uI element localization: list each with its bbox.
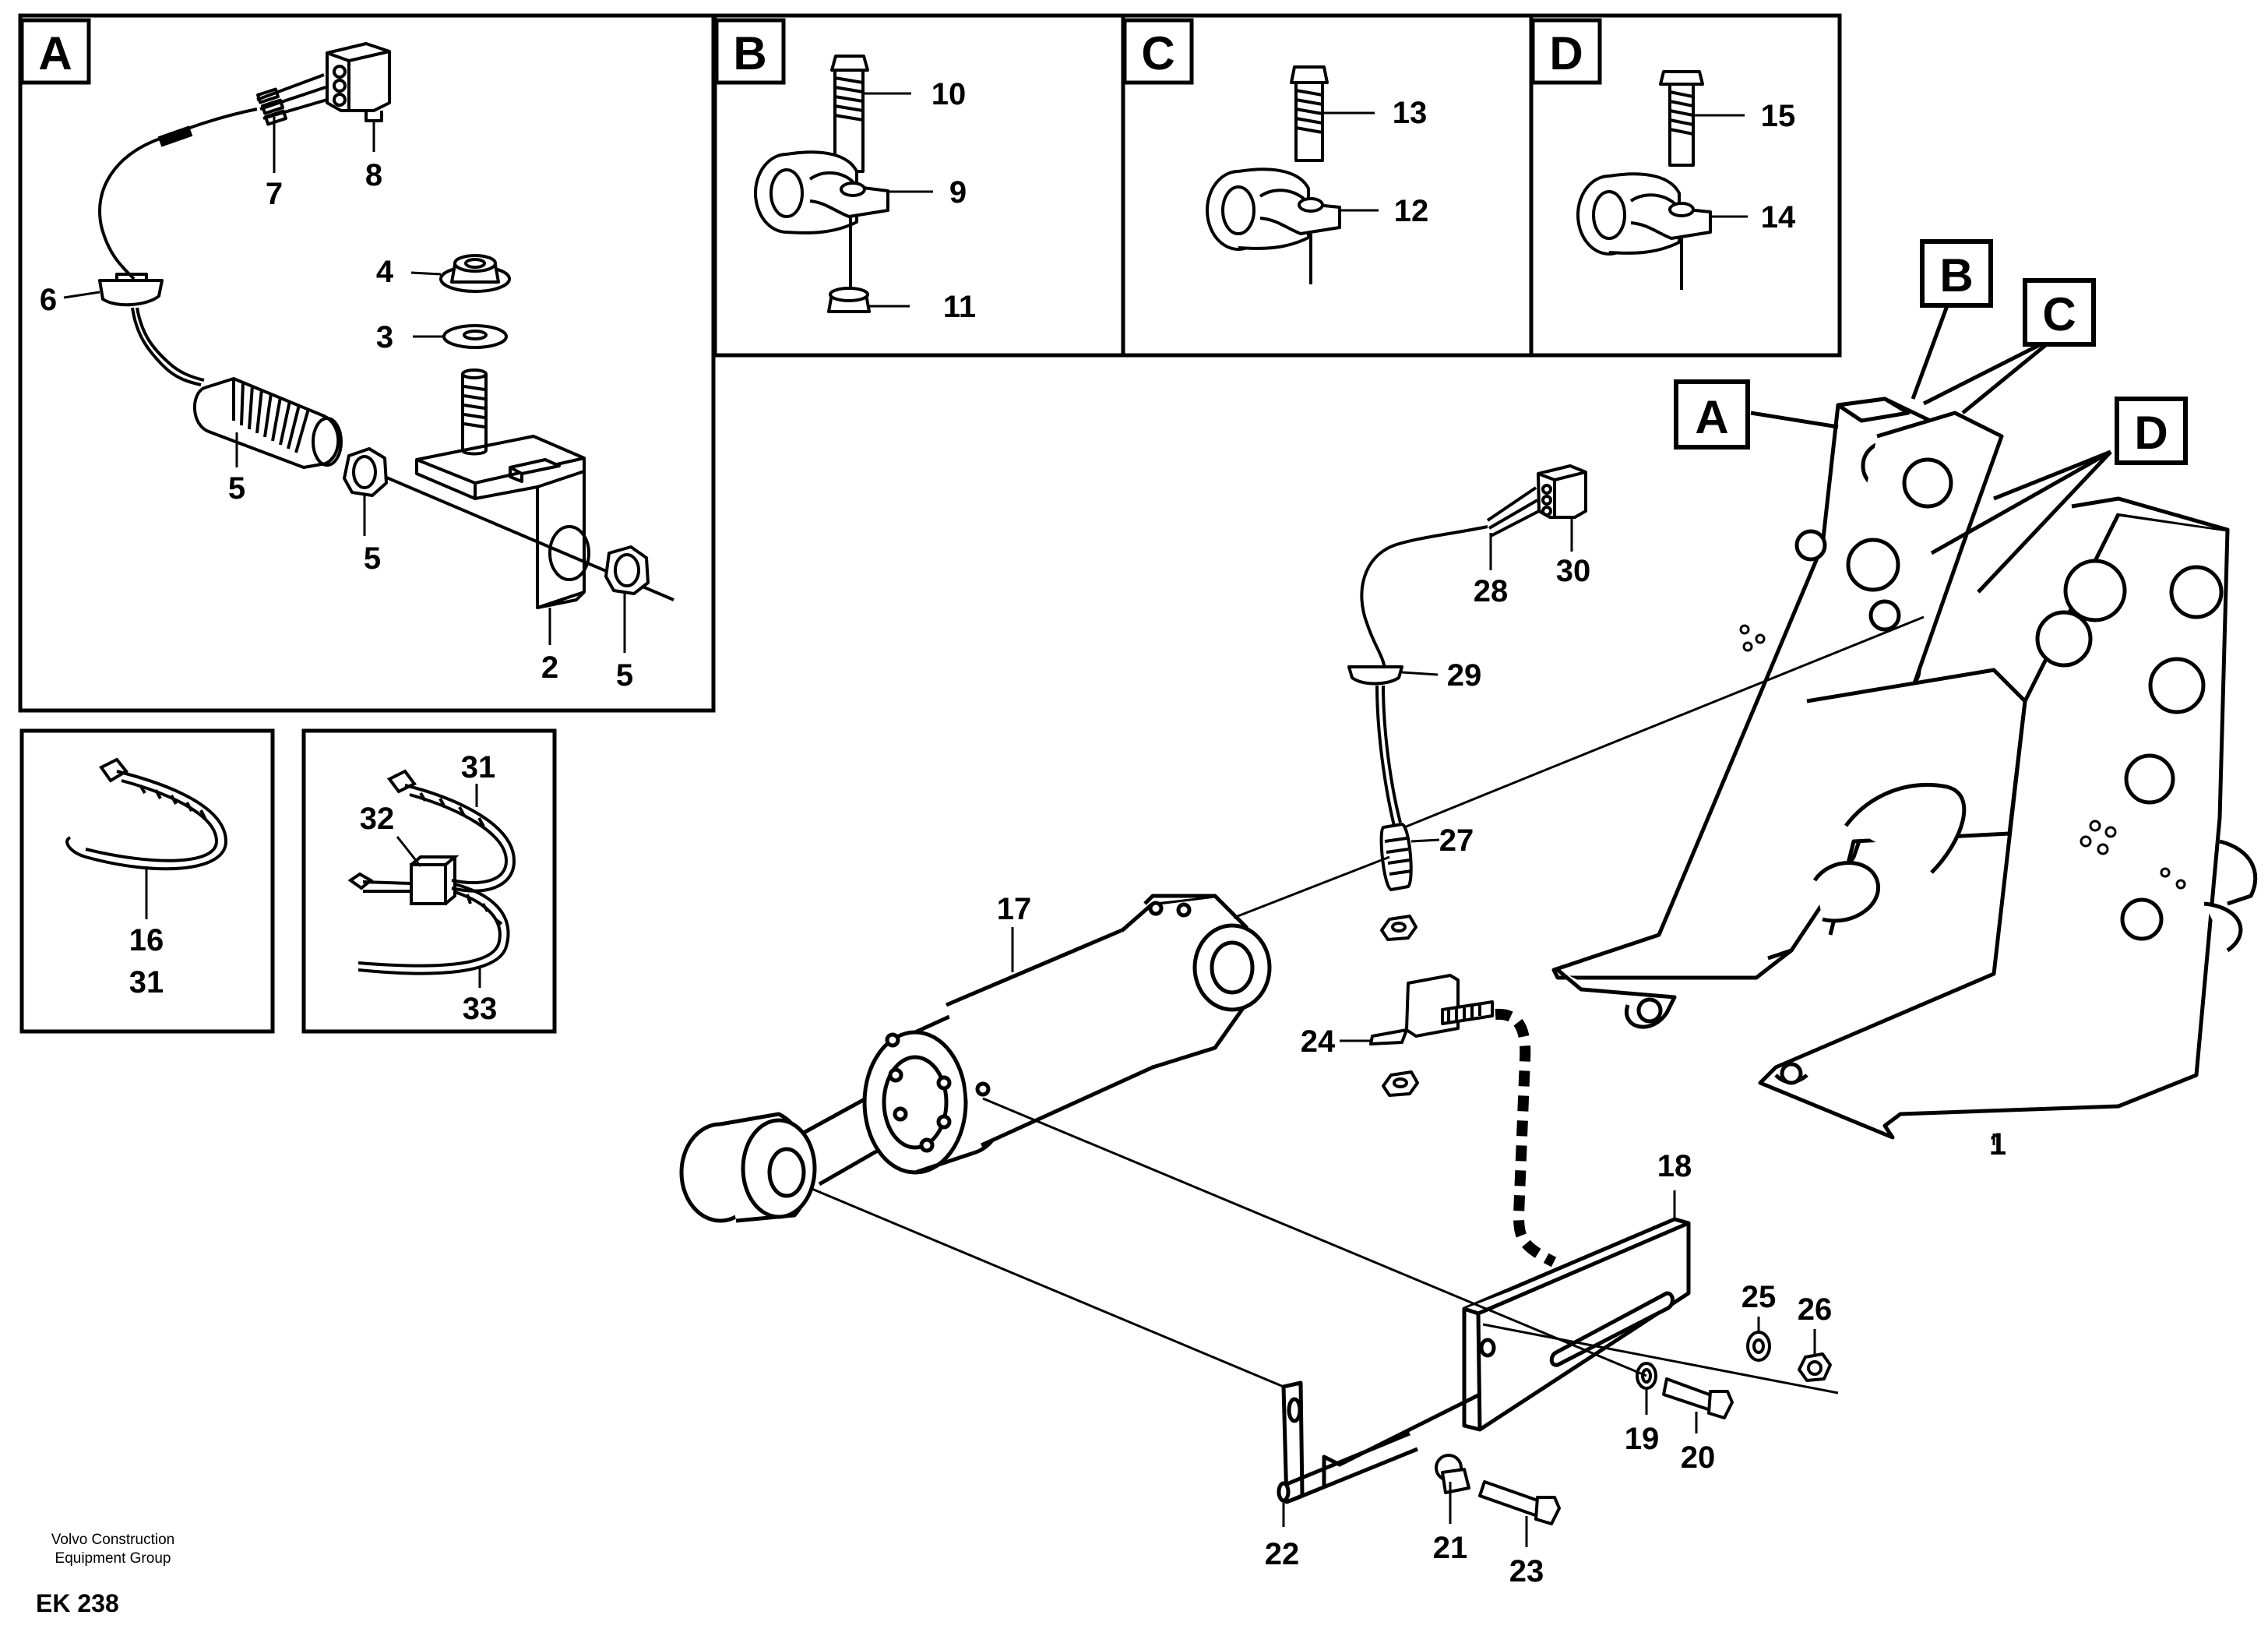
- callout-5-nut-left: 5: [364, 541, 381, 576]
- callout-27: 27: [1439, 823, 1474, 858]
- nut-5-left: [343, 447, 388, 497]
- cable-route-dashed: [1495, 1008, 1557, 1268]
- loader-frame-1: [1551, 397, 2258, 1140]
- washer-3: [442, 324, 508, 349]
- callout-12: 12: [1394, 194, 1429, 228]
- hardware-small: [1435, 1331, 1832, 1525]
- cable-a: [98, 108, 258, 280]
- callout-7: 7: [266, 177, 283, 211]
- callout-32: 32: [360, 802, 395, 836]
- cylinder-17: [679, 894, 1272, 1223]
- frame-holes: [1739, 624, 2186, 890]
- panel-d-drawing: [1576, 70, 1712, 290]
- pins-7: [256, 73, 328, 126]
- panel-a-callouts: 7 8 6 4 3 5 5 2 5: [40, 158, 633, 693]
- frame-label-b: B: [1939, 249, 1973, 301]
- panel-ties-frame: [19, 728, 275, 1034]
- panel-letter-b: B: [733, 27, 766, 79]
- callout-4: 4: [376, 255, 394, 289]
- tie-clip-panel-drawing: [347, 769, 516, 988]
- callout-26: 26: [1798, 1292, 1833, 1327]
- callout-6: 6: [40, 283, 57, 317]
- callout-10: 10: [932, 77, 967, 111]
- panel-d-leaders: [1693, 114, 1748, 218]
- frame-label-d: D: [2134, 407, 2168, 459]
- bracket-leaders: [809, 1097, 1839, 1547]
- cylinder-leaders: [1011, 855, 1390, 972]
- panel-a-drawing: [98, 42, 674, 609]
- callout-17: 17: [997, 892, 1032, 926]
- callout-20: 20: [1681, 1440, 1716, 1475]
- nut-5-right: [604, 545, 650, 595]
- frame-pointers: [1750, 280, 2112, 594]
- company-line-1: Volvo Construction: [51, 1532, 175, 1548]
- frame-letter-boxes: A B C D: [1674, 239, 2188, 465]
- panel-letter-c: C: [1141, 27, 1174, 79]
- callout-31-right: 31: [461, 750, 496, 785]
- callout-24: 24: [1301, 1024, 1336, 1059]
- callout-18: 18: [1657, 1149, 1692, 1183]
- callout-14: 14: [1761, 200, 1796, 234]
- company-name: Volvo Construction Equipment Group: [31, 1531, 195, 1568]
- stud: [461, 368, 488, 456]
- panel-b-drawing: [754, 55, 889, 313]
- panel-d-frame: [1529, 13, 1842, 358]
- callout-2: 2: [541, 651, 558, 685]
- panel-b-leaders: [863, 92, 933, 308]
- panel-a-leaders: [63, 117, 626, 653]
- panel-letter-a: A: [38, 27, 72, 79]
- callout-8: 8: [365, 158, 382, 192]
- callout-5-nut-right: 5: [616, 658, 633, 693]
- callout-16: 16: [129, 923, 164, 957]
- callout-23: 23: [1509, 1554, 1544, 1588]
- callout-30: 30: [1556, 554, 1591, 588]
- frame-label-a: A: [1695, 391, 1728, 443]
- panel-a-frame: [18, 13, 716, 713]
- sensor-main-leaders: [1340, 517, 1925, 1042]
- callout-3: 3: [376, 320, 393, 354]
- callout-31-left: 31: [129, 965, 164, 1000]
- panel-ties-clip-frame: [301, 728, 557, 1034]
- panel-letters: A B C D: [19, 18, 1602, 85]
- bracket-18: [1277, 1217, 1691, 1504]
- panel-c-leaders: [1322, 111, 1379, 212]
- grommet-6: [98, 273, 164, 307]
- panel-letter-d: D: [1549, 27, 1583, 79]
- frame-label-c: C: [2042, 288, 2076, 340]
- callout-21: 21: [1433, 1531, 1468, 1565]
- callout-29: 29: [1447, 658, 1482, 693]
- callout-9: 9: [949, 175, 967, 210]
- callout-1: 1: [1989, 1127, 2006, 1162]
- nut-4: [439, 254, 511, 293]
- callout-13: 13: [1393, 96, 1428, 130]
- panel-frames: [18, 13, 1842, 1034]
- callout-33: 33: [463, 992, 498, 1026]
- callout-5-sensor: 5: [228, 471, 245, 506]
- callout-25: 25: [1742, 1280, 1777, 1314]
- sensor-5: [193, 377, 343, 469]
- callout-19: 19: [1625, 1422, 1660, 1456]
- sensor-assembly-main: [1347, 464, 1587, 1097]
- callout-11: 11: [943, 290, 976, 324]
- panel-c-drawing: [1206, 65, 1341, 284]
- figure-code: EK 238: [36, 1589, 119, 1617]
- callout-15: 15: [1761, 99, 1796, 133]
- callout-28: 28: [1474, 574, 1509, 608]
- callout-22: 22: [1265, 1537, 1300, 1571]
- connector-8: [326, 42, 391, 122]
- tie-panel-drawing: [65, 757, 228, 919]
- bracket-2: [415, 435, 590, 609]
- company-line-2: Equipment Group: [55, 1550, 171, 1567]
